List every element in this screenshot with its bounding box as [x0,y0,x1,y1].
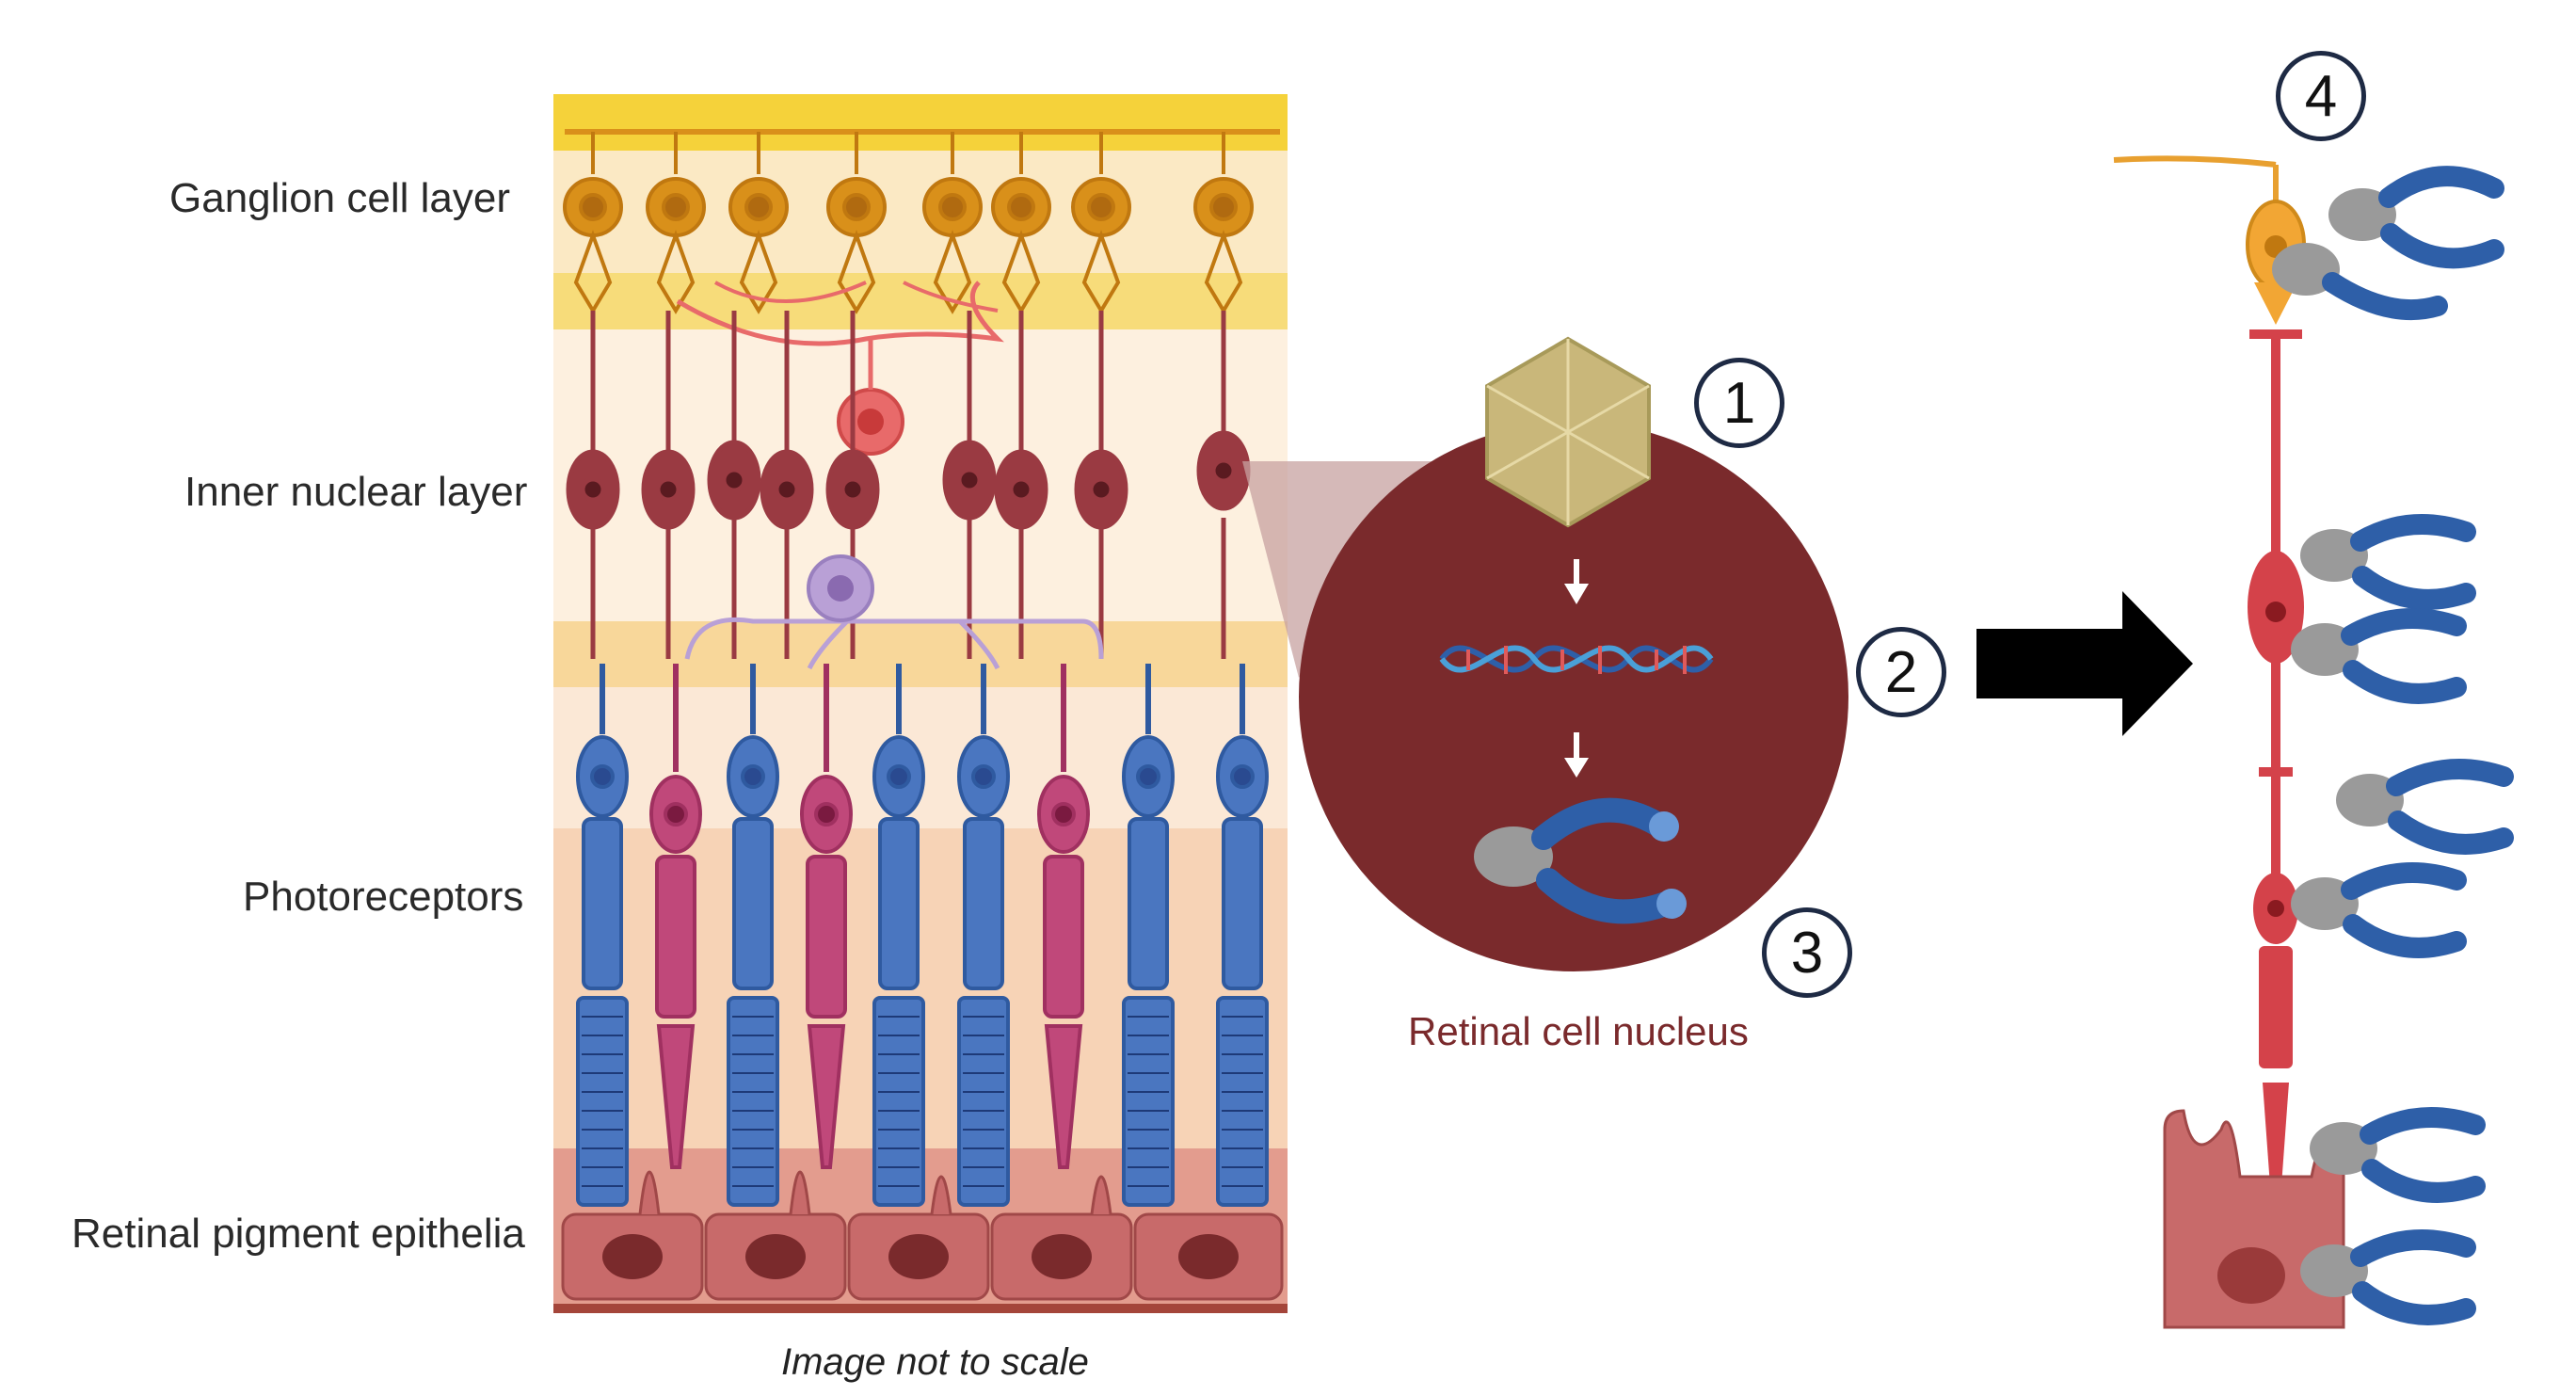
step-badge-4: 4 [2276,51,2366,141]
bipolar-cells [566,311,1251,659]
transduced-neuron-column [2113,155,2345,1329]
bipolar-cell [707,311,761,659]
protein-complex-icon [2300,1107,2486,1325]
layer-label-ganglion: Ganglion cell layer [169,175,510,221]
scale-caption: Image not to scale [781,1341,1089,1383]
bipolar-cell [760,311,814,659]
bipolar-cell [942,311,997,659]
ganglion-cell [991,132,1051,314]
nucleus-circle [1299,422,1848,971]
cone-cell [649,664,702,1169]
ganglion-cells [563,132,1254,314]
protein-complex-icon [2291,759,2514,958]
ganglion-cell [728,132,789,314]
protein-complex-icon [2291,514,2476,704]
bipolar-cell [994,311,1048,659]
ganglion-cell [563,132,623,314]
horizontal-cell [684,554,1104,670]
arrow-down-icon [1564,732,1589,778]
rod-cell [1216,664,1269,1207]
aav-capsid-icon [1485,336,1651,528]
cone-cell [800,664,853,1169]
rod-cell [727,664,779,1207]
layer-label-inner-nuclear: Inner nuclear layer [184,469,528,515]
arrow-down-icon [1564,559,1589,604]
layer-label-photoreceptors: Photoreceptors [243,874,524,920]
bipolar-cell [641,311,696,659]
right-arrow-icon [1976,591,2193,736]
cone-cell [1037,664,1090,1169]
ganglion-cell [826,132,887,314]
rod-cell [1122,664,1175,1207]
protein-complex-icon [2272,166,2504,321]
bipolar-cell [566,311,620,659]
rod-cell [957,664,1010,1207]
dna-icon [1439,645,1714,674]
ganglion-cell [646,132,706,314]
photoreceptors [576,664,1269,1207]
rod-disks [582,1016,1263,1187]
rod-cell [872,664,925,1207]
bipolar-cell [1074,311,1128,659]
step-badge-2: 2 [1856,627,1946,717]
rod-cell [576,664,629,1207]
bipolar-cell [1196,311,1251,659]
layer-label-rpe: Retinal pigment epithelia [72,1211,525,1257]
ganglion-cell [922,132,983,314]
step-badge-1: 1 [1694,358,1784,448]
rpe-cells [561,1170,1284,1301]
step-badge-3: 3 [1762,907,1852,998]
nucleus-caption: Retinal cell nucleus [1408,1009,1749,1053]
protein-complex-icon [1474,797,1687,924]
